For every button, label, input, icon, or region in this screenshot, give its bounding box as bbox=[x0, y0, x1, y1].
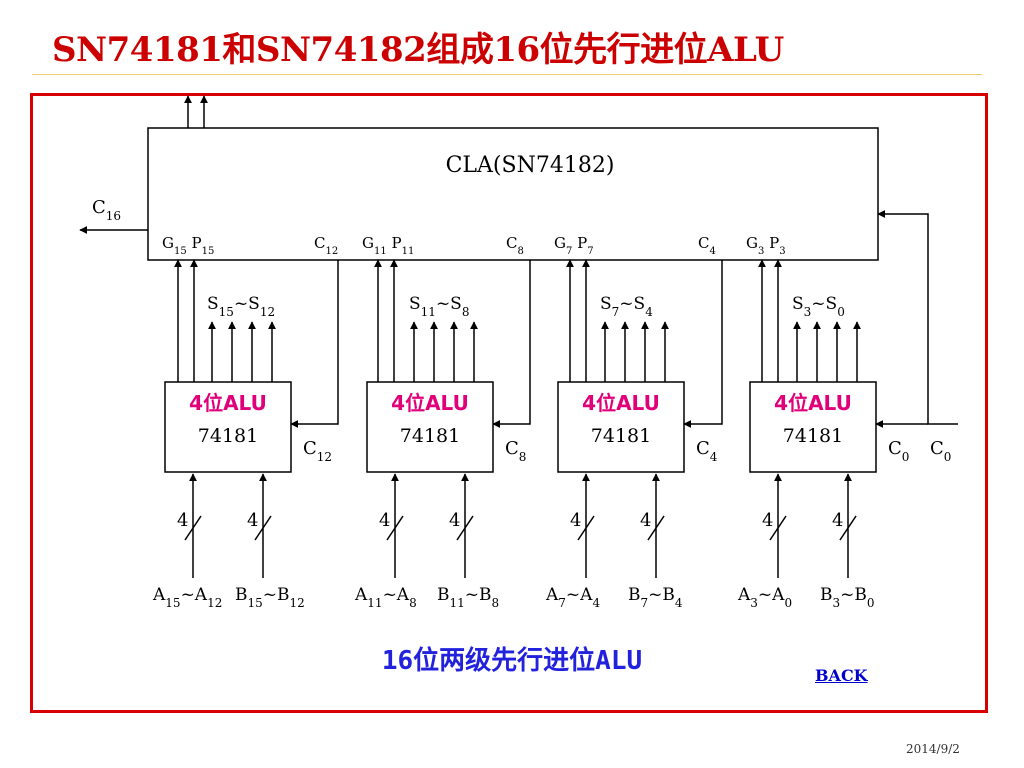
operand-a-label: A15~A12 bbox=[152, 585, 222, 610]
alu-type-label: 4位ALU bbox=[189, 391, 267, 415]
cla-gp-label: G7 P7 bbox=[554, 234, 594, 257]
operand-b-label: B11~B8 bbox=[437, 585, 499, 610]
cla-carry-label: C8 bbox=[506, 234, 524, 257]
bus-width-label: 4 bbox=[640, 510, 651, 531]
alu-part-label: 74181 bbox=[198, 425, 258, 447]
bus-width-label: 4 bbox=[570, 510, 581, 531]
operand-b-label: B3~B0 bbox=[820, 585, 875, 610]
bus-width-label: 4 bbox=[762, 510, 773, 531]
diagram-caption: 16位两级先行进位ALU bbox=[381, 646, 643, 676]
alu-type-label: 4位ALU bbox=[774, 391, 852, 415]
title-divider bbox=[32, 74, 982, 75]
c16-label: C16 bbox=[92, 197, 121, 223]
back-link[interactable]: BACK bbox=[815, 666, 868, 685]
bus-width-slash bbox=[254, 515, 272, 541]
bus-width-slash bbox=[839, 515, 857, 541]
alu-carry-in-label: C8 bbox=[505, 438, 526, 464]
sum-range-label: S3~S0 bbox=[792, 294, 845, 319]
alu-carry-in-label: C12 bbox=[303, 438, 332, 464]
alu-carry-in-label: C0 bbox=[888, 438, 909, 464]
carry-line-arrow bbox=[492, 260, 531, 428]
cla-label: CLA(SN74182) bbox=[446, 153, 615, 178]
sum-range-label: S7~S4 bbox=[600, 294, 653, 319]
operand-a-label: A3~A0 bbox=[737, 585, 792, 610]
cla-carry-label: C4 bbox=[698, 234, 716, 257]
alu-box bbox=[557, 381, 685, 473]
cla-carry-label: C12 bbox=[314, 234, 338, 257]
alu-part-label: 74181 bbox=[591, 425, 651, 447]
alu-carry-in-label: C4 bbox=[696, 438, 718, 464]
alu-type-label: 4位ALU bbox=[582, 391, 660, 415]
bus-width-label: 4 bbox=[177, 510, 188, 531]
cla-gp-label: G11 P11 bbox=[362, 234, 414, 257]
alu-part-label: 74181 bbox=[400, 425, 460, 447]
sum-range-label: S15~S12 bbox=[207, 294, 275, 319]
cla-box bbox=[147, 127, 879, 261]
bus-width-slash bbox=[184, 515, 202, 541]
slide-date: 2014/9/2 bbox=[906, 742, 960, 756]
bus-width-slash bbox=[647, 515, 665, 541]
sum-range-label: S11~S8 bbox=[409, 294, 469, 319]
slide-title: SN74181和SN74182组成16位先行进位ALU bbox=[52, 30, 784, 70]
c0-to-cla-arrow bbox=[877, 210, 958, 425]
operand-a-label: A7~A4 bbox=[545, 585, 600, 610]
bus-width-label: 4 bbox=[247, 510, 258, 531]
operand-b-label: B15~B12 bbox=[235, 585, 305, 610]
bus-width-slash bbox=[577, 515, 595, 541]
carry-line-arrow bbox=[290, 260, 339, 428]
bus-width-label: 4 bbox=[449, 510, 460, 531]
bus-width-label: 4 bbox=[832, 510, 843, 531]
bus-width-slash bbox=[769, 515, 787, 541]
operand-a-label: A11~A8 bbox=[354, 585, 417, 610]
alu-box bbox=[164, 381, 292, 473]
alu-box bbox=[366, 381, 494, 473]
alu-part-label: 74181 bbox=[783, 425, 843, 447]
cla-gp-label: G3 P3 bbox=[746, 234, 786, 257]
bus-width-label: 4 bbox=[379, 510, 390, 531]
c0-label: C0 bbox=[930, 438, 951, 464]
operand-b-label: B7~B4 bbox=[628, 585, 683, 610]
bus-width-slash bbox=[386, 515, 404, 541]
carry-line-arrow bbox=[683, 260, 723, 428]
alu-box bbox=[749, 381, 877, 473]
alu-type-label: 4位ALU bbox=[391, 391, 469, 415]
bus-width-slash bbox=[456, 515, 474, 541]
cla-gp-label: G15 P15 bbox=[162, 234, 214, 257]
